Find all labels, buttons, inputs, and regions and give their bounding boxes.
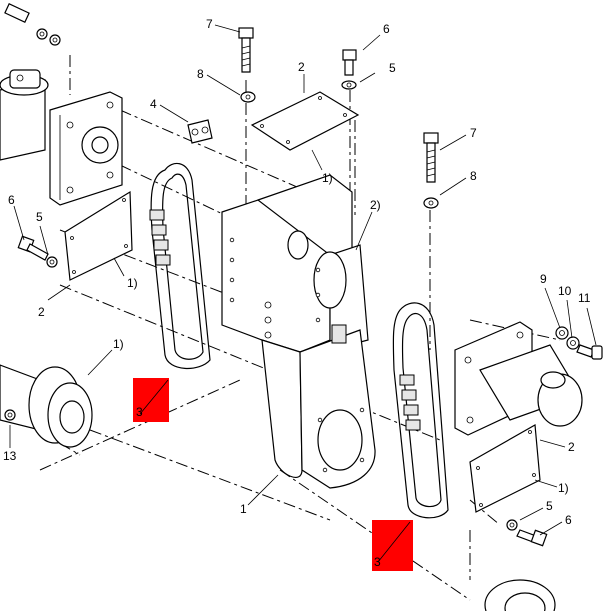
label-5: 5	[546, 499, 553, 513]
label-9: 9	[540, 272, 547, 286]
part-labels: 7 6 8 2 5 4 1) 2) 7 8 6 5 1) 2 1) 13 9 1…	[3, 17, 591, 527]
label-2: 2	[298, 60, 305, 74]
bolt-bottom-right	[506, 519, 548, 547]
label-13: 13	[3, 449, 17, 463]
motor-right	[454, 321, 583, 436]
label-8: 8	[470, 169, 477, 183]
chain-left	[149, 162, 211, 370]
housing-bolt-holes	[229, 237, 365, 473]
leader-lines	[9, 24, 597, 536]
marker-leader	[377, 521, 411, 563]
marker-leader	[139, 379, 169, 415]
cover-plate-left	[64, 190, 133, 281]
note-1: 1)	[322, 171, 333, 185]
label-7: 7	[206, 17, 213, 31]
note-1: 1)	[558, 481, 569, 495]
chain-links-right	[399, 374, 421, 431]
chain-links-left	[149, 209, 171, 266]
marker-3-bottom[interactable]: 3	[372, 520, 413, 571]
main-housing	[221, 174, 376, 489]
motor-upper-left	[0, 69, 123, 206]
label-1: 1	[240, 502, 247, 516]
label-4: 4	[150, 97, 157, 111]
bolt-top-right	[341, 49, 357, 90]
label-6: 6	[383, 22, 390, 36]
marker-label: 3	[374, 555, 381, 569]
marker-3-left[interactable]: 3	[133, 378, 169, 422]
connecting-link	[187, 119, 213, 144]
label-7: 7	[470, 126, 477, 140]
marker-box	[133, 378, 169, 422]
note-2: 2)	[370, 198, 381, 212]
cover-plate-top	[250, 91, 360, 151]
label-5: 5	[389, 61, 396, 75]
bolt-top-center	[238, 27, 256, 103]
note-1: 1)	[113, 337, 124, 351]
label-6: 6	[8, 193, 15, 207]
note-1: 1)	[127, 276, 138, 290]
label-8: 8	[197, 67, 204, 81]
marker-label: 3	[136, 405, 143, 419]
sprocket-lower-left	[0, 364, 93, 448]
chain-right	[392, 302, 449, 519]
label-10: 10	[558, 284, 572, 298]
marker-box	[372, 520, 413, 571]
cover-plate-right	[469, 424, 541, 513]
label-6: 6	[565, 513, 572, 527]
label-2: 2	[568, 440, 575, 454]
label-11: 11	[578, 291, 591, 305]
bolt-left	[17, 235, 58, 268]
label-5: 5	[36, 210, 43, 224]
bolt-right-upper	[423, 132, 439, 209]
sprocket-bottom-right	[484, 579, 556, 611]
label-2: 2	[38, 305, 45, 319]
bolt-top-left	[4, 3, 61, 46]
bolt-right-middle	[555, 326, 603, 360]
